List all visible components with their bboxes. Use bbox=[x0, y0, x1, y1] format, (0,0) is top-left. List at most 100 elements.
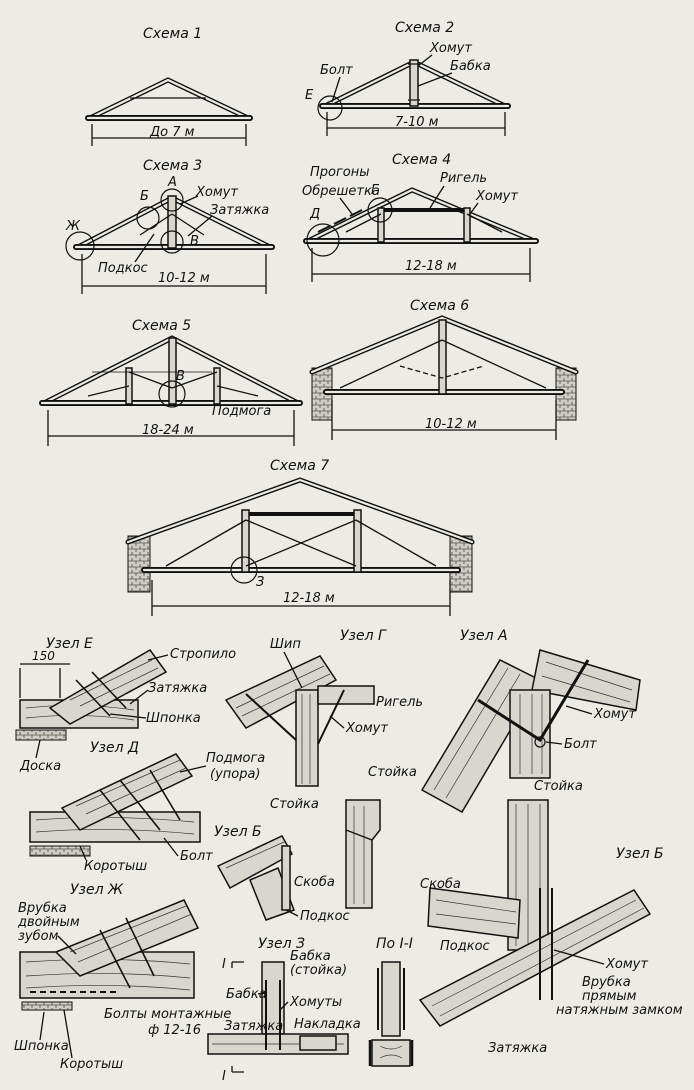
node-z-zatyazhka-label: Затяжка bbox=[224, 1019, 283, 1034]
node-d-podmoga-label: Подмога bbox=[206, 751, 265, 766]
scheme-4-khomut-label: Хомут bbox=[475, 189, 518, 204]
scheme-3-node-v-circle bbox=[160, 230, 184, 254]
scheme-4-span: 12-18 м bbox=[405, 259, 457, 274]
node-d-rafter bbox=[60, 753, 194, 831]
node-zh: Узел Ж Врубка двойным зубом Болты монтаж… bbox=[14, 882, 231, 1072]
scheme-2: Схема 2 Е Болт Хомут Бабка 7-10 м bbox=[305, 20, 511, 136]
node-b-small-podkos-label: Подкос bbox=[300, 909, 350, 924]
node-a-stoyka-label: Стойка bbox=[534, 779, 583, 794]
scheme-7-truss bbox=[125, 477, 475, 573]
node-e-dim: 150 bbox=[32, 649, 55, 663]
node-g-rafter bbox=[224, 655, 338, 729]
stoyka-body bbox=[345, 799, 381, 909]
node-b-large-tie-beam bbox=[418, 889, 652, 1027]
node-g: Узел Г Шип Ригель Хомут Стойка bbox=[224, 628, 423, 812]
scheme-6-truss bbox=[309, 315, 579, 395]
scheme-3-node-a-circle bbox=[160, 188, 184, 212]
section-tie-beam bbox=[371, 1039, 411, 1067]
node-zh-korotysh-label: Коротыш bbox=[60, 1057, 123, 1072]
scheme-6-span: 10-12 м bbox=[425, 417, 477, 432]
node-e-rafter bbox=[48, 649, 168, 725]
node-z-khomuty-label: Хомуты bbox=[289, 995, 342, 1010]
node-e-title: Узел Е bbox=[46, 636, 93, 652]
node-e-stropilo-label: Стропило bbox=[170, 647, 236, 662]
node-d-title: Узел Д bbox=[90, 740, 139, 756]
scheme-2-truss bbox=[319, 59, 511, 109]
scheme-3-node-v: В bbox=[190, 234, 199, 249]
node-z-nakladka-label: Накладка bbox=[294, 1017, 361, 1032]
node-b-large-khomut-label: Хомут bbox=[605, 957, 648, 972]
scheme-4-node-d-circle bbox=[306, 223, 340, 257]
node-e-dimension bbox=[19, 663, 70, 698]
scheme-3-node-zh-circle bbox=[65, 231, 95, 261]
node-g-stoyka-label: Стойка bbox=[270, 797, 319, 812]
scheme-5-span: 18-24 м bbox=[142, 423, 194, 438]
node-a-title: Узел А bbox=[460, 628, 508, 644]
scheme-4-rigel-label: Ригель bbox=[440, 171, 487, 186]
scheme-6-title: Схема 6 bbox=[410, 298, 469, 314]
node-a-khomut-label: Хомут bbox=[593, 707, 636, 722]
scheme-5-podmoga-label: Подмога bbox=[212, 404, 271, 419]
node-zh-vrubka2: двойным bbox=[17, 915, 80, 930]
node-z-overlay bbox=[299, 1035, 337, 1051]
node-d-korotysh-label: Коротыш bbox=[84, 859, 147, 874]
node-zh-support bbox=[21, 1001, 73, 1011]
node-a-bolt-label: Болт bbox=[564, 737, 597, 752]
node-zh-bolty2: ф 12-16 bbox=[148, 1023, 201, 1038]
stoyka-detail: Стойка bbox=[345, 765, 417, 909]
scheme-5-node-v: В bbox=[176, 369, 185, 384]
node-zh-vrubka1: Врубка bbox=[18, 901, 67, 916]
node-g-rigel-label: Ригель bbox=[376, 695, 423, 710]
node-a: Узел А Хомут Болт Стойка bbox=[420, 628, 641, 814]
scheme-1-truss bbox=[85, 77, 253, 121]
node-b-small-rafter bbox=[216, 835, 294, 890]
scheme-4-node-g-circle bbox=[367, 197, 393, 223]
scheme-3-khomut-label: Хомут bbox=[195, 185, 238, 200]
scheme-7-span: 12-18 м bbox=[283, 591, 335, 606]
scheme-2-node-e-circle bbox=[317, 95, 343, 121]
node-g-khomut-label: Хомут bbox=[345, 721, 388, 736]
scheme-7-node-z: З bbox=[256, 575, 264, 590]
scheme-3-node-a: А bbox=[167, 175, 177, 190]
scheme-2-title: Схема 2 bbox=[395, 20, 454, 36]
scheme-4-progony-label: Прогоны bbox=[310, 165, 370, 180]
scheme-4-node-g: Г bbox=[371, 183, 380, 198]
node-g-ship-label: Шип bbox=[270, 637, 301, 652]
scheme-3-zatyazhka-label: Затяжка bbox=[210, 203, 269, 218]
node-b-small-post bbox=[281, 845, 291, 911]
scheme-3-node-zh: Ж bbox=[65, 219, 81, 234]
scheme-3-dimension bbox=[81, 254, 267, 294]
node-g-crossbeam bbox=[317, 685, 375, 705]
node-b-small-skoba-label: Скоба bbox=[294, 875, 335, 890]
node-e-doska-label: Доска bbox=[19, 759, 61, 774]
node-b-large: Узел Б Скоба Подкос Хомут Врубка прямым … bbox=[418, 799, 683, 1056]
section-1-1: По I-I bbox=[368, 936, 414, 1067]
section-title: По I-I bbox=[376, 936, 413, 952]
node-g-title: Узел Г bbox=[340, 628, 387, 644]
scheme-7-title: Схема 7 bbox=[270, 458, 329, 474]
scheme-3-truss bbox=[73, 195, 275, 250]
scheme-7-node-z-circle bbox=[230, 556, 258, 584]
node-b-small-title: Узел Б bbox=[214, 824, 262, 840]
node-z-section-bot: I bbox=[222, 1069, 226, 1084]
scheme-3: Схема 3 А Б В Ж Хомут Затяжка Подкос 10-… bbox=[65, 158, 275, 294]
node-d-support bbox=[29, 845, 91, 857]
node-b-large-vrubka2: прямым bbox=[582, 989, 637, 1004]
node-b-large-zatyazhka-label: Затяжка bbox=[488, 1041, 547, 1056]
node-d-upora-label: (упора) bbox=[210, 767, 261, 782]
node-g-post bbox=[295, 689, 319, 787]
scheme-2-khomut-label: Хомут bbox=[429, 41, 472, 56]
scheme-4-node-d: Д bbox=[309, 207, 320, 222]
node-d-tie-beam bbox=[29, 811, 201, 843]
section-post bbox=[381, 961, 401, 1037]
node-b-large-strut bbox=[427, 887, 521, 939]
node-e-zatyazhka-label: Затяжка bbox=[148, 681, 207, 696]
scheme-4-title: Схема 4 bbox=[392, 152, 451, 168]
scheme-1-span: До 7 м bbox=[149, 125, 195, 140]
node-d-bolt-label: Болт bbox=[180, 849, 213, 864]
scheme-5-truss bbox=[39, 335, 303, 406]
node-b-large-podkos-label: Подкос bbox=[440, 939, 490, 954]
node-zh-title: Узел Ж bbox=[70, 882, 124, 898]
scheme-1-title: Схема 1 bbox=[143, 26, 202, 42]
